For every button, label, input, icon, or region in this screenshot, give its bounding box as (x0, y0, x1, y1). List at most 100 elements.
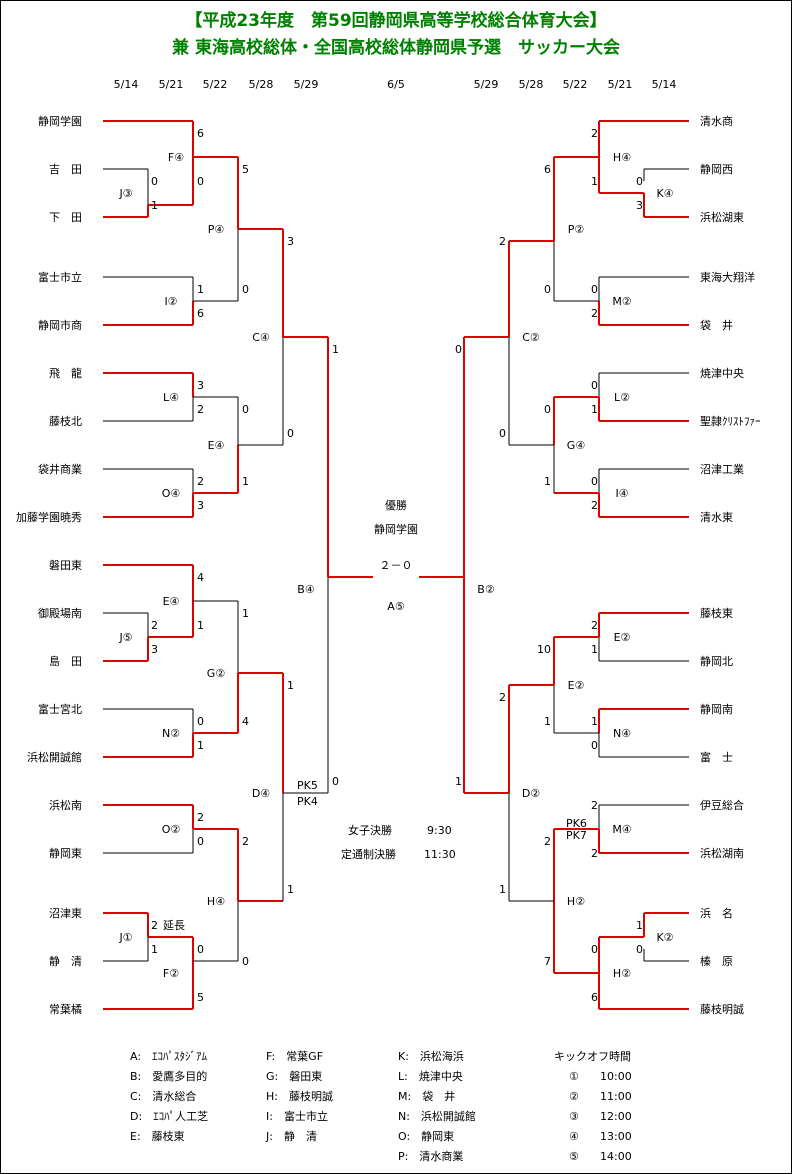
match-label-L_J5: J⑤ (119, 631, 133, 644)
date-2: 5/22 (202, 78, 228, 91)
match-label-L_O4: O④ (161, 487, 181, 500)
match-label-R_E2a: E② (613, 631, 631, 644)
women-final-label: 女子決勝 (348, 824, 392, 837)
right-team-1: 静岡西 (700, 163, 733, 176)
match-label-R_E2b: E② (567, 679, 585, 692)
score-l21: 3 (151, 643, 158, 656)
venue-legend-a-0: A: ｴｺﾊﾟｽﾀｼﾞｱﾑ (130, 1050, 208, 1063)
left-team-17: 静 清 (49, 955, 82, 968)
venue-legend-k-4: O: 静岡東 (398, 1130, 455, 1143)
score-l37: PK5 (297, 779, 318, 792)
score-l8: 0 (242, 283, 249, 296)
score-l23: 0 (197, 715, 204, 728)
score-r19: 10 (537, 643, 551, 656)
right-team-8: 清水東 (700, 511, 733, 524)
kickoff-time-1: 11:00 (600, 1090, 632, 1103)
left-team-0: 静岡学園 (38, 115, 82, 128)
score-l14: 3 (197, 499, 204, 512)
right-team-15: 浜 名 (700, 907, 733, 920)
left-team-12: 富士宮北 (38, 703, 82, 716)
venue-legend-a-3: D: ｴｺﾊﾟ人工芝 (130, 1110, 209, 1123)
date-9: 5/21 (607, 78, 633, 91)
score-r16: 2 (591, 499, 598, 512)
match-label-L_E4a: E④ (207, 439, 225, 452)
score-r13: 0 (544, 403, 551, 416)
score-l33: 0 (197, 943, 204, 956)
date-5: 6/5 (387, 78, 405, 91)
score-r26: PK6 (566, 817, 587, 830)
venue-legend-a-4: E: 藤枝東 (130, 1130, 185, 1143)
venue-legend-k-3: N: 浜松開誠館 (398, 1110, 476, 1123)
date-10: 5/14 (651, 78, 677, 91)
score-l7: 6 (197, 307, 204, 320)
score-r10: 0 (455, 343, 462, 356)
score-l10: 3 (197, 379, 204, 392)
score-l25: 4 (242, 715, 249, 728)
score-r36: 1 (636, 919, 643, 932)
kickoff-time-2: 12:00 (600, 1110, 632, 1123)
match-label-R_M2: M② (612, 295, 632, 308)
venue-legend-a-1: B: 愛鷹多目的 (130, 1070, 208, 1083)
match-label-L_N2: N② (161, 727, 181, 740)
date-1: 5/21 (158, 78, 184, 91)
right-team-17: 藤枝明誠 (700, 1003, 744, 1016)
venue-legend-f-4: J: 静 清 (266, 1130, 317, 1143)
score-l2: 0 (197, 175, 204, 188)
score-l27: 2 (197, 811, 204, 824)
women-final-time: 9:30 (427, 824, 452, 837)
match-label-L_I2: I② (164, 295, 178, 308)
match-label-R_H2: H② (566, 895, 586, 908)
score-r15: 0 (591, 475, 598, 488)
score-l22: 1 (242, 607, 249, 620)
match-label-L_G2: G② (206, 667, 226, 680)
left-team-6: 藤枝北 (49, 415, 82, 428)
score-l5: 5 (242, 163, 249, 176)
right-team-14: 浜松湖南 (700, 847, 744, 860)
score-l16: 0 (287, 427, 294, 440)
score-l12: 0 (242, 403, 249, 416)
venue-legend-f-1: G: 磐田東 (266, 1070, 323, 1083)
left-team-18: 常葉橘 (49, 1003, 82, 1016)
score-r1: 2 (591, 127, 598, 140)
match-label-R_P2: P② (567, 223, 585, 236)
score-l29: 2 (242, 835, 249, 848)
teiji-final-label: 定通制決勝 (341, 848, 396, 861)
match-label-L_C4: C④ (252, 331, 270, 344)
title-line-2: 兼 東海高校総体・全国高校総体静岡県予選 サッカー大会 (172, 38, 620, 58)
right-team-3: 東海大翔洋 (700, 271, 755, 284)
kickoff-mark-2: ③ (569, 1110, 579, 1123)
left-team-10: 御殿場南 (38, 607, 82, 620)
right-team-11: 静岡南 (700, 703, 733, 716)
kickoff-mark-1: ② (569, 1090, 579, 1103)
score-r4: 0 (636, 175, 643, 188)
left-team-15: 静岡東 (49, 847, 82, 860)
score-l32: 1 (151, 943, 158, 956)
score-r23: 0 (591, 739, 598, 752)
match-label-R_G4: G④ (566, 439, 586, 452)
right-team-10: 静岡北 (700, 655, 733, 668)
final-score: ２－０ (379, 559, 413, 572)
score-l24: 1 (197, 739, 204, 752)
left-team-2: 下 田 (49, 211, 82, 224)
match-label-R_N4: N④ (612, 727, 632, 740)
right-team-9: 藤枝東 (700, 607, 733, 620)
match-label-R_H2b: H② (612, 967, 632, 980)
champion-label: 優勝 (385, 499, 407, 512)
venue-legend-k-2: M: 袋 井 (398, 1090, 456, 1103)
score-r24: 1 (591, 715, 598, 728)
score-r17: 0 (499, 427, 506, 440)
match-label-L_O2: O② (161, 823, 181, 836)
score-r9: 2 (591, 307, 598, 320)
score-l15: 1 (242, 475, 249, 488)
match-label-L_F2: F② (162, 967, 180, 980)
score-l35: 0 (242, 955, 249, 968)
score-l6: 1 (197, 283, 204, 296)
match-label-R_I4: I④ (615, 487, 629, 500)
champion-name: 静岡学園 (374, 523, 418, 536)
match-label-R_L2: L② (614, 391, 630, 404)
left-team-16: 沼津東 (49, 907, 82, 920)
match-label-L_B4: B④ (297, 583, 315, 596)
score-l34: 5 (197, 991, 204, 1004)
score-l36: 1 (287, 883, 294, 896)
